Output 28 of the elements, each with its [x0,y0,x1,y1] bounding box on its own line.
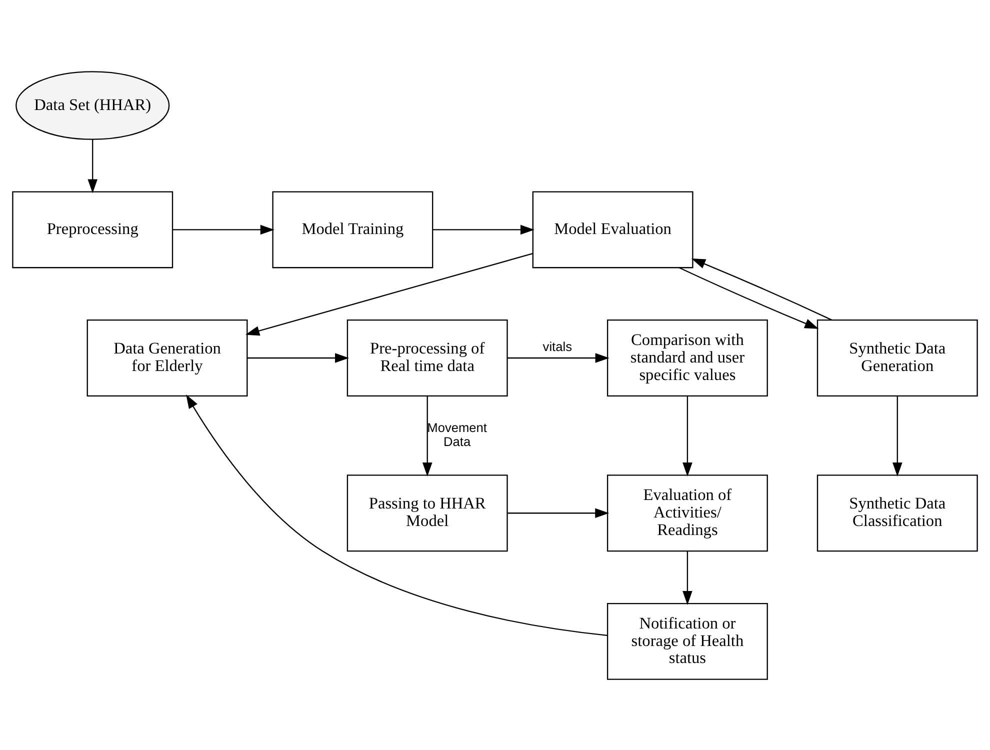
arrow [172,224,274,234]
arrow [432,224,534,234]
node-box: Synthetic Data Generation [816,319,978,396]
node-box: Model Evaluation [532,190,694,268]
arrow [245,252,533,336]
arrow [186,394,608,636]
edge-label: Movement Data [427,419,488,448]
arrow [422,396,432,476]
arrow [892,396,902,476]
node-ellipse: Data Set (HHAR) [16,70,170,140]
arrow [88,138,98,193]
arrow [248,352,350,362]
node-box: Evaluation of Activities/ Readings [606,474,768,552]
arrow [691,258,832,320]
arrow [682,396,692,476]
arrow [508,352,610,362]
node-box: Data Generation for Elderly [86,319,248,396]
node-box: Preprocessing [12,190,174,268]
arrow [682,550,692,604]
node-box: Synthetic Data Classification [816,474,978,552]
arrow [678,266,819,328]
node-box: Model Training [272,190,434,268]
arrow [508,508,610,518]
node-box: Notification or storage of Health status [606,602,768,680]
node-box: Passing to HHAR Model [346,474,508,552]
edge-label: vitals [542,338,572,354]
node-box: Pre-processing of Real time data [346,319,508,396]
node-box: Comparison with standard and user specific values [606,319,768,396]
